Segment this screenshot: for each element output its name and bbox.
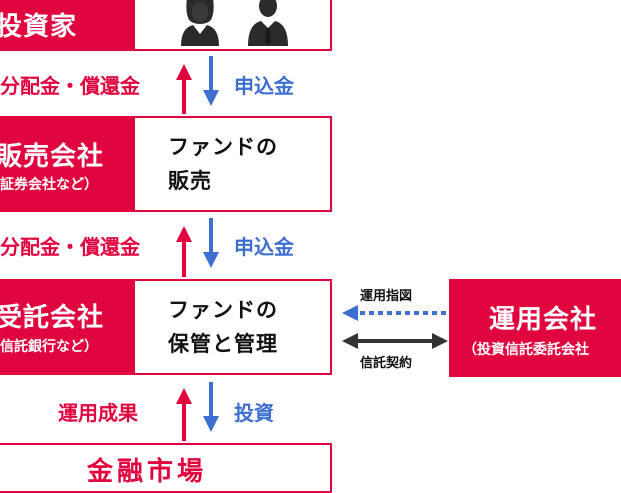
- distributor-subtitle: 証券会社など）: [0, 177, 98, 193]
- manager-subtitle: （投資信託委託会社: [463, 342, 589, 358]
- row3-investment-label: 投資: [234, 401, 274, 425]
- investor-box: 投資家: [0, 0, 135, 51]
- distributor-box: 販売会社 証券会社など）: [0, 116, 135, 212]
- female-investor-icon: [181, 0, 219, 46]
- row1-payout-label: 分配金・償還金: [0, 74, 140, 98]
- trustee-title: 受託会社: [0, 303, 105, 333]
- row2-subscription-label: 申込金: [234, 235, 294, 259]
- distributor-desc-box: ファンドの 販売: [133, 116, 332, 212]
- row1-subscription-label: 申込金: [234, 74, 294, 98]
- distributor-desc-line1: ファンドの: [168, 135, 278, 159]
- trustee-subtitle: 信託銀行など）: [0, 339, 98, 355]
- trustee-desc-line1: ファンドの: [168, 298, 278, 322]
- row2-up-arrow: [176, 226, 192, 277]
- distributor-title: 販売会社: [0, 142, 105, 172]
- row2-down-arrow: [203, 218, 219, 268]
- contract-double-arrow: [342, 333, 448, 349]
- row1-up-arrow: [176, 64, 192, 114]
- investor-label: 投資家: [0, 12, 78, 42]
- row3-result-label: 運用成果: [58, 401, 138, 425]
- market-box: 金融市場: [0, 443, 332, 493]
- trustee-desc-box: ファンドの 保管と管理: [133, 279, 332, 375]
- manager-title: 運用会社: [489, 305, 598, 335]
- row2-payout-label: 分配金・償還金: [0, 235, 140, 259]
- trustee-desc-line2: 保管と管理: [168, 332, 278, 356]
- instruction-arrow: [342, 305, 446, 321]
- row3-down-arrow: [203, 382, 219, 432]
- male-investor-icon: [248, 0, 288, 46]
- row3-up-arrow: [176, 388, 192, 441]
- contract-label: 信託契約: [360, 356, 413, 371]
- trustee-box: 受託会社 信託銀行など）: [0, 279, 135, 375]
- manager-box: 運用会社 （投資信託委託会社: [449, 279, 621, 377]
- instruction-label: 運用指図: [360, 289, 413, 304]
- row1-down-arrow: [203, 56, 219, 106]
- market-label: 金融市場: [87, 457, 208, 487]
- distributor-desc-line2: 販売: [168, 169, 212, 193]
- investor-icons-box: [133, 0, 332, 51]
